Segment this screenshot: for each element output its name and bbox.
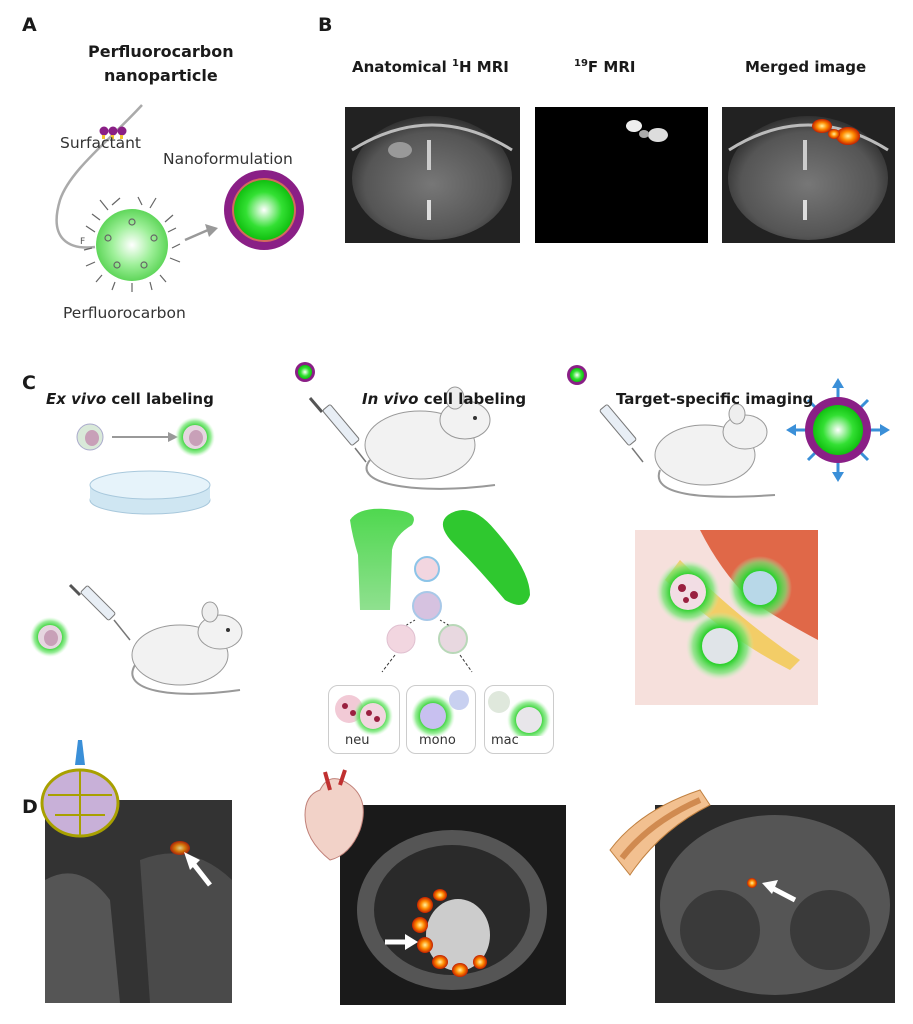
heart-icon	[304, 769, 364, 861]
blood-vessel-icon	[609, 789, 711, 876]
syringe-icon	[68, 583, 131, 641]
nanoparticle-title-line1: Perfluorocarbon	[88, 42, 234, 61]
perfluorocarbon-label: Perfluorocarbon	[63, 304, 186, 322]
header-merged-image: Merged image	[745, 58, 867, 76]
nanoparticle-schematic	[55, 104, 304, 292]
white-arrow-icon	[762, 880, 797, 903]
targeted-nanoparticle-icon	[786, 378, 890, 482]
mri-merged-image	[722, 107, 895, 243]
header-19f-mri: 19F MRI	[574, 58, 636, 76]
cell-box-mono: mono	[406, 685, 476, 754]
lymph-node-icon	[40, 740, 120, 838]
panel-label-b: B	[318, 14, 333, 36]
mouse-icon	[131, 601, 243, 695]
mri-19f-image	[535, 107, 708, 243]
heart-mri-image	[304, 769, 566, 1005]
panel-label-d: D	[22, 796, 38, 818]
nanoparticle-title-line2: nanoparticle	[104, 66, 218, 85]
cell-label-mac: mac	[491, 733, 519, 748]
ex-vivo-illustration	[30, 417, 243, 695]
cell-box-mac: mac	[484, 685, 554, 754]
panel-label-a: A	[22, 14, 37, 36]
ex-vivo-heading: Ex vivo cell labeling	[46, 390, 214, 408]
white-arrow-icon	[184, 852, 212, 887]
tissue-section-icon	[635, 530, 818, 705]
mouse-icon	[654, 403, 776, 498]
in-vivo-illustration	[295, 362, 530, 673]
lymph-node-mri-image	[40, 740, 232, 1003]
syringe-icon	[599, 404, 644, 463]
petri-dish-icon	[89, 470, 211, 515]
cell-box-neu: neu	[328, 685, 400, 754]
mouse-icon	[364, 386, 496, 490]
bone-icon	[350, 508, 414, 610]
cell-label-neu: neu	[345, 733, 370, 748]
header-anatomical-mri: Anatomical 1H MRI	[352, 58, 509, 76]
mri-anatomical-image	[345, 107, 520, 243]
surfactant-molecules-icon	[99, 126, 127, 139]
spleen-icon	[442, 510, 530, 605]
in-vivo-heading: In vivo cell labeling	[362, 390, 527, 408]
panel-label-c: C	[22, 372, 36, 394]
nanoformulation-label: Nanoformulation	[163, 150, 293, 168]
fluorine-atom-label: F	[80, 237, 86, 247]
cell-label-mono: mono	[419, 733, 456, 748]
cell-lineage	[381, 556, 473, 673]
vessel-mri-image	[609, 789, 895, 1003]
perfluorocarbon-sphere-icon	[96, 209, 168, 281]
target-imaging-illustration	[567, 365, 890, 705]
white-arrow-icon	[385, 934, 418, 950]
syringe-icon	[308, 397, 367, 463]
target-imaging-heading: Target-specific imaging	[616, 390, 814, 408]
surfactant-label: Surfactant	[60, 134, 141, 152]
